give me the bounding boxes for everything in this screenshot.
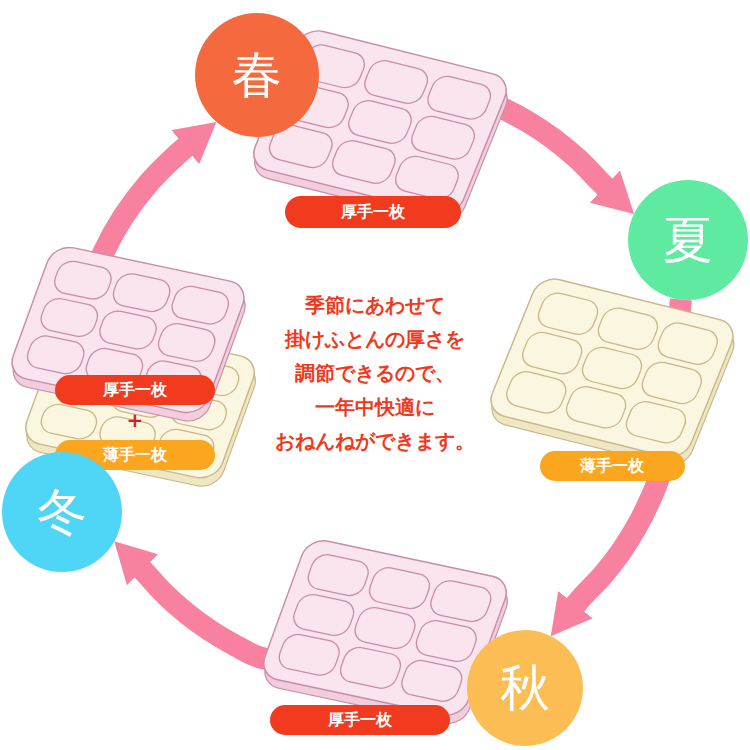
thickness-text: 厚手一枚 [103, 382, 167, 398]
thickness-badge: 厚手一枚 [285, 196, 461, 228]
season-circle: 秋 [467, 630, 583, 746]
center-note: 季節にあわせて 掛けふとんの厚さを 調節できるので、 一年中快適に おねんねがで… [255, 288, 495, 458]
futon [482, 275, 743, 470]
plus-sign: + [125, 410, 145, 430]
season-circle: 冬 [2, 452, 122, 572]
thickness-text: 薄手一枚 [103, 447, 167, 463]
thickness-badge: 薄手一枚 [540, 451, 685, 481]
thickness-text: 厚手一枚 [328, 712, 392, 728]
season-name: 秋 [500, 663, 550, 713]
thickness-text: 厚手一枚 [341, 204, 405, 220]
season-name: 冬 [37, 487, 87, 537]
season-circle: 夏 [628, 180, 748, 300]
thickness-badge: 厚手一枚 [55, 375, 215, 405]
season-name: 夏 [663, 215, 713, 265]
futon [4, 244, 254, 425]
season-name: 春 [232, 50, 282, 100]
thickness-badge: 厚手一枚 [270, 705, 450, 735]
season-circle: 春 [195, 13, 319, 137]
thickness-text: 薄手一枚 [580, 458, 644, 474]
